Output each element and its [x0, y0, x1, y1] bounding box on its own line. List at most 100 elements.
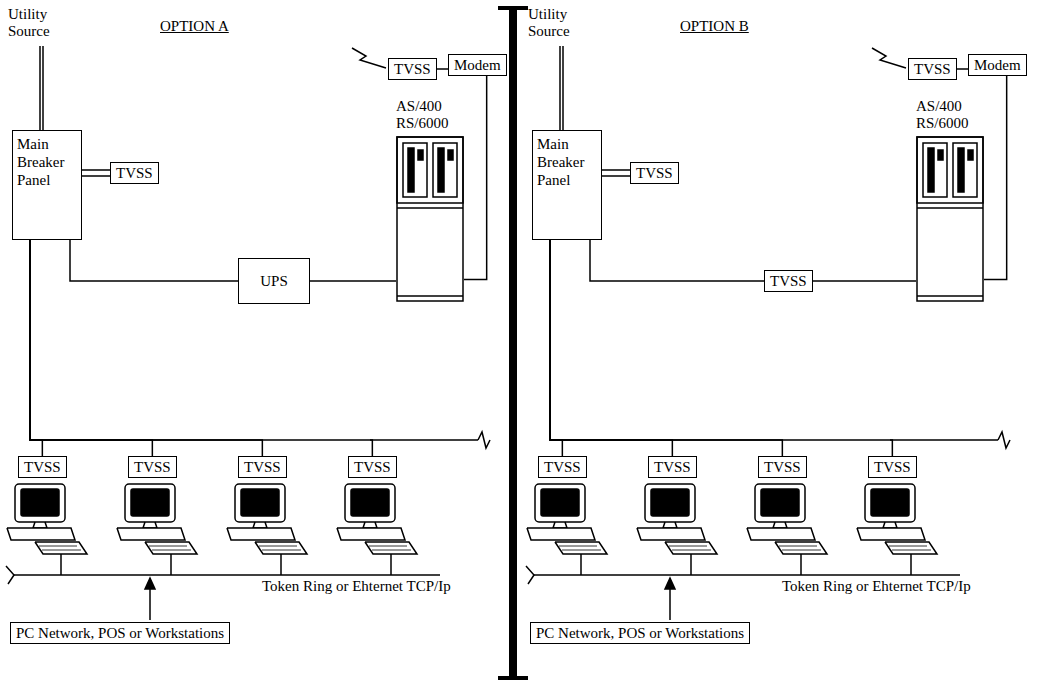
network-line [534, 574, 960, 576]
wire-connector [550, 240, 672, 456]
wire-connector [464, 76, 487, 280]
node-text: UPS [260, 272, 288, 290]
wire-connector [30, 240, 152, 456]
panel-art [6, 46, 490, 620]
tvss-box: TVSS [630, 162, 679, 184]
break-mark [526, 566, 534, 584]
server-unit: AS/400 RS/6000 [396, 98, 464, 302]
network-label: Token Ring or Ehternet TCP/Ip [782, 578, 971, 595]
wire-connector [30, 240, 372, 456]
breaker-panel: Main Breaker Panel [532, 130, 602, 240]
power-bus [370, 439, 478, 441]
tvss-box: TVSS [538, 456, 587, 478]
node-text: TVSS [354, 458, 391, 476]
wire-connector [984, 76, 1007, 280]
tvss-box: TVSS [764, 270, 813, 292]
workstation [337, 484, 417, 575]
wire-connector [437, 68, 448, 70]
wire-connector [30, 240, 262, 456]
utility-feed [42, 46, 44, 130]
divider-bar [509, 8, 517, 678]
node-text: Main Breaker Panel [17, 135, 77, 189]
tvss-box: TVSS [388, 58, 437, 80]
wire-connector [590, 240, 764, 281]
source-label: Utility Source [528, 6, 590, 41]
workstation [857, 484, 937, 575]
server-illustration [916, 136, 984, 302]
network-label: Token Ring or Ehternet TCP/Ip [262, 578, 451, 595]
wire-connector [602, 170, 630, 176]
option-title: OPTION A [160, 18, 229, 35]
node-text: TVSS [874, 458, 911, 476]
node-text: TVSS [24, 458, 61, 476]
node-text: Modem [454, 56, 501, 74]
wire-connector [30, 240, 42, 456]
divider-cap [498, 6, 528, 10]
workstation [527, 484, 607, 575]
divider-cap [498, 676, 528, 680]
server-unit: AS/400 RS/6000 [916, 98, 984, 302]
pc-network-box: PC Network, POS or Workstations [10, 622, 230, 644]
lightning-bolt [352, 48, 386, 68]
modem-box: Modem [448, 54, 507, 76]
wire-connector [550, 240, 892, 456]
tvss-box: TVSS [348, 456, 397, 478]
node-text: TVSS [116, 164, 153, 182]
wire-connector [82, 170, 110, 176]
wire-connector [70, 240, 238, 281]
wire-connector [550, 240, 782, 456]
workstation [747, 484, 827, 575]
pc-network-box: PC Network, POS or Workstations [530, 622, 750, 644]
utility-feed [39, 46, 41, 130]
modem-box: Modem [968, 54, 1027, 76]
node-text: AS/400 RS/6000 [396, 98, 464, 133]
workstation [117, 484, 197, 575]
server-illustration [396, 136, 464, 302]
tvss-box: TVSS [238, 456, 287, 478]
tvss-box: TVSS [908, 58, 957, 80]
power-bus [890, 439, 998, 441]
node-text: Modem [974, 56, 1021, 74]
tvss-box: TVSS [128, 456, 177, 478]
node-text: TVSS [636, 164, 673, 182]
breaker-panel: Main Breaker Panel [12, 130, 82, 240]
panel-art [526, 46, 1010, 620]
node-text: TVSS [134, 458, 171, 476]
tvss-box: TVSS [648, 456, 697, 478]
tvss-box: TVSS [868, 456, 917, 478]
node-text: TVSS [654, 458, 691, 476]
node-text: TVSS [394, 60, 431, 78]
node-text: Main Breaker Panel [537, 135, 597, 189]
arrow-head [145, 578, 155, 589]
break-mark [6, 566, 14, 584]
node-text: TVSS [764, 458, 801, 476]
tvss-box: TVSS [758, 456, 807, 478]
node-text: TVSS [544, 458, 581, 476]
break-mark [998, 432, 1010, 448]
node-text: AS/400 RS/6000 [916, 98, 984, 133]
network-line [14, 574, 440, 576]
arrow-head [665, 578, 675, 589]
workstation [7, 484, 87, 575]
node-text: TVSS [244, 458, 281, 476]
workstation [227, 484, 307, 575]
node-text: TVSS [914, 60, 951, 78]
break-mark [478, 432, 490, 448]
wire-connector [310, 280, 396, 282]
node-text: PC Network, POS or Workstations [536, 624, 744, 642]
wire-connector [957, 68, 968, 70]
tvss-box: TVSS [18, 456, 67, 478]
wire-connector [813, 280, 916, 282]
lightning-bolt [872, 48, 906, 68]
wire-connector [550, 240, 562, 456]
workstation [637, 484, 717, 575]
utility-feed [562, 46, 564, 130]
option-title: OPTION B [680, 18, 749, 35]
tvss-box: TVSS [110, 162, 159, 184]
source-label: Utility Source [8, 6, 70, 41]
utility-feed [559, 46, 561, 130]
node-text: PC Network, POS or Workstations [16, 624, 224, 642]
ups-box: UPS [238, 258, 310, 304]
node-text: TVSS [770, 272, 807, 290]
